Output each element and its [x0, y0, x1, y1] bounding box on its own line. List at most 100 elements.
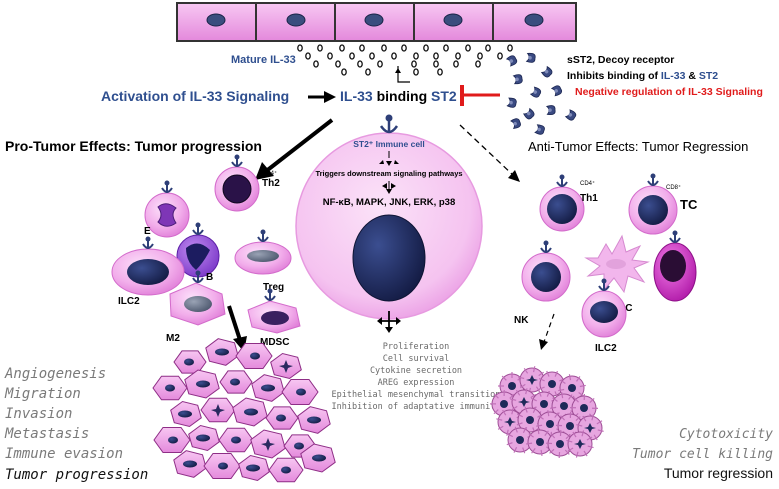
fragmented-nucleus — [574, 439, 586, 449]
cell-membrane-spike — [550, 433, 556, 439]
fragmented-nucleus — [568, 384, 576, 392]
fragmented-nucleus — [548, 380, 556, 388]
il33-molecule — [357, 60, 363, 68]
st2-receptor-icon — [669, 230, 681, 243]
sst2-decoy-icon — [534, 124, 545, 135]
ilc2-cell-label-anti: ILC2 — [595, 343, 617, 354]
cell-membrane-spike — [561, 392, 564, 399]
sst2-decoy-icon — [525, 52, 536, 63]
b-cell-label: B — [206, 272, 213, 283]
tumor-cell-nucleus — [215, 348, 229, 356]
cell-membrane-spike — [511, 408, 514, 415]
cell-membrane-spike — [516, 422, 523, 426]
tumor-cell-nucleus — [196, 434, 210, 442]
cell-membrane-spike — [544, 430, 549, 436]
cell-membrane-spike — [564, 449, 570, 455]
cell-membrane-spike — [546, 370, 550, 377]
secretion-arrow-head — [395, 68, 401, 73]
cell-membrane-spike — [554, 412, 559, 418]
tumor-cell-nucleus — [312, 454, 326, 462]
il33-molecule — [455, 52, 461, 60]
ilc2-cell-anti — [581, 290, 627, 338]
tc-cell — [628, 185, 678, 235]
cell-membrane-spike — [518, 376, 525, 379]
anti-tumor-arrow-head — [508, 170, 520, 182]
cell-membrane-spike — [532, 407, 537, 413]
st2-receptor-icon — [192, 270, 204, 283]
triggers-label: Triggers downstream signaling pathways — [315, 169, 462, 178]
il33-molecule — [423, 44, 429, 52]
binding-label: IL-33 binding ST2 — [340, 88, 457, 104]
il33-molecule — [335, 60, 341, 68]
il33-molecule — [413, 68, 419, 76]
magenta-cell — [653, 242, 697, 302]
cell-membrane-spike — [537, 428, 540, 435]
outcome-item: Cytokine secretion — [370, 366, 462, 376]
m2-cell-label: M2 — [166, 333, 180, 344]
cell-membrane-spike — [597, 429, 604, 432]
regressing-tumor — [489, 366, 604, 459]
tumor-cell-nucleus — [230, 378, 240, 386]
epithelial-nucleus — [286, 13, 306, 27]
il33-molecule — [381, 44, 387, 52]
sst2-decoy-icon — [540, 65, 553, 78]
il33-molecule — [433, 60, 439, 68]
sst2-decoy-receptors — [505, 52, 577, 135]
tumor-cell-nucleus — [307, 416, 321, 424]
pro-tumor-arrow — [263, 118, 334, 174]
cell-membrane-spike — [576, 376, 581, 382]
cell-membrane-spike — [533, 366, 536, 373]
tumor-cell-nucleus — [218, 462, 228, 470]
tumor-cell-nucleus — [276, 414, 286, 422]
il33-molecule — [507, 44, 513, 52]
cell-membrane-spike — [560, 379, 566, 384]
cell-membrane-spike — [538, 371, 545, 377]
il33-molecule — [317, 44, 323, 52]
decoy-line-3: Negative regulation of IL-33 Signaling — [575, 86, 763, 98]
cell-membrane-spike — [535, 386, 541, 393]
st2-receptor-icon — [379, 114, 399, 134]
il33-molecule — [349, 52, 355, 60]
e-cell-label: E — [144, 226, 151, 237]
st2-receptor-icon — [264, 288, 276, 301]
mdsc-cell — [247, 300, 301, 334]
cell-membrane-spike — [496, 418, 503, 421]
il33-molecule — [453, 60, 459, 68]
il33-molecule — [377, 60, 383, 68]
tumor-cell-nucleus — [178, 410, 192, 418]
mature-il33-label: Mature IL-33 — [231, 54, 296, 66]
tumor-cell-nucleus — [294, 442, 304, 450]
fragmented-nucleus — [504, 417, 516, 427]
il33-molecule — [433, 52, 439, 60]
eosinophil-cell — [144, 192, 190, 238]
cell-membrane-spike — [522, 427, 527, 434]
il33-molecule — [339, 44, 345, 52]
pro-tumor-heading: Pro-Tumor Effects: Tumor progression — [5, 138, 262, 154]
treg-cell-label: Treg — [263, 282, 284, 293]
tc-cd8-label: CD8⁺ — [666, 184, 681, 191]
tumor-cell-nucleus — [296, 388, 306, 396]
cell-membrane-spike — [502, 409, 507, 416]
secretion-arrow — [397, 66, 410, 83]
st2-receptor-icon — [257, 229, 269, 242]
tumor-regression-arrow-head — [539, 339, 548, 350]
st2-receptor-icon — [540, 240, 552, 253]
il33-molecule — [437, 68, 443, 76]
tumor-cell-nucleus — [261, 384, 275, 392]
fragmented-nucleus — [540, 400, 548, 408]
tumor-cell-nucleus — [196, 380, 210, 388]
anti-tumor-effects-list: Cytotoxicity Tumor cell killing Tumor re… — [632, 427, 773, 481]
il33-molecule — [475, 60, 481, 68]
cell-membrane-spike — [524, 406, 528, 413]
cell-membrane-spike — [497, 425, 504, 430]
il33-molecule — [305, 52, 311, 60]
cell-membrane-spike — [507, 433, 514, 438]
cell-membrane-spike — [523, 367, 529, 374]
cell-membrane-spike — [530, 397, 537, 402]
th1-cd4-label: CD4⁺ — [580, 180, 595, 187]
cell-membrane-spike — [579, 384, 586, 388]
epithelial-cell-layer — [176, 2, 577, 42]
tumor-cell-mass — [152, 338, 336, 483]
cell-membrane-spike — [530, 393, 537, 399]
